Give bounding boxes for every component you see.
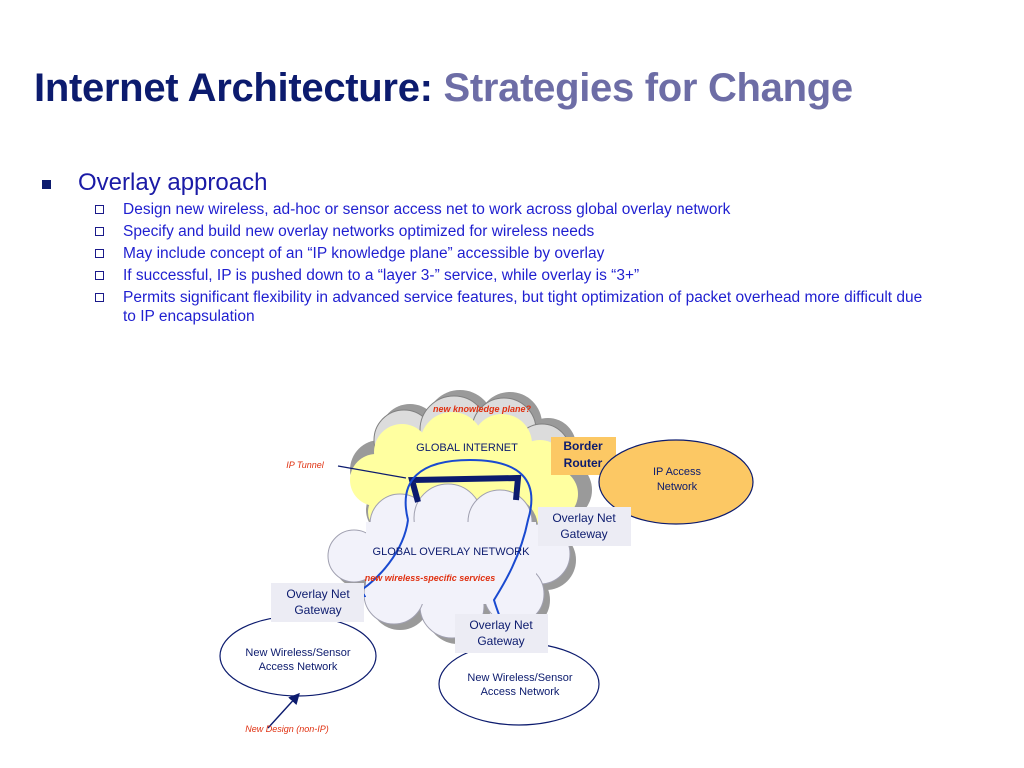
main-bullet-text: Overlay approach (78, 169, 268, 196)
gateway-left-box (271, 583, 364, 622)
wireless-right-label-2: Access Network (481, 686, 560, 698)
knowledge-plane-label: new knowledge plane? (433, 404, 532, 414)
gateway-bottom-label-1: Overlay Net (469, 618, 533, 632)
gateway-bottom-label-2: Gateway (477, 634, 524, 648)
hollow-square-bullet-icon (95, 293, 104, 302)
sub-bullet: Permits significant flexibility in advan… (95, 288, 935, 326)
sub-bullet-text: Design new wireless, ad-hoc or sensor ac… (123, 201, 731, 218)
global-overlay-label: GLOBAL OVERLAY NETWORK (373, 546, 531, 558)
global-overlay-cloud (327, 483, 576, 644)
wireless-right-label-1: New Wireless/Sensor (467, 672, 572, 684)
sub-bullet-text: If successful, IP is pushed down to a “l… (123, 267, 640, 284)
hollow-square-bullet-icon (95, 205, 104, 214)
sub-bullet-list: Design new wireless, ad-hoc or sensor ac… (95, 200, 935, 329)
wireless-services-label: new wireless-specific services (365, 573, 496, 583)
gateway-left-label-2: Gateway (294, 603, 341, 617)
sub-bullet: If successful, IP is pushed down to a “l… (95, 266, 935, 285)
title-main: Internet Architecture: (34, 66, 433, 110)
hollow-square-bullet-icon (95, 227, 104, 236)
ip-access-label-2: Network (657, 481, 698, 493)
global-internet-label: GLOBAL INTERNET (416, 442, 518, 454)
ip-access-network-ellipse (598, 439, 754, 525)
sub-bullet: Specify and build new overlay networks o… (95, 222, 935, 241)
title-sub: Strategies for Change (443, 66, 853, 110)
gateway-right-label-2: Gateway (560, 527, 607, 541)
new-design-pointer (267, 692, 300, 729)
wireless-left-label-2: Access Network (259, 661, 338, 673)
slide-title: Internet Architecture: Strategies for Ch… (34, 66, 853, 111)
ip-tunnel-pointer (337, 465, 407, 479)
sub-bullet: May include concept of an “IP knowledge … (95, 244, 935, 263)
ip-access-label-1: IP Access (653, 466, 702, 478)
hollow-square-bullet-icon (95, 249, 104, 258)
overlay-path-right (404, 458, 533, 650)
sub-bullet-text: May include concept of an “IP knowledge … (123, 245, 605, 262)
ip-tunnel-bracket (408, 474, 522, 503)
gateway-bottom-box (455, 614, 548, 653)
sub-bullet: Design new wireless, ad-hoc or sensor ac… (95, 200, 935, 219)
square-bullet-icon (42, 180, 51, 189)
hollow-square-bullet-icon (95, 271, 104, 280)
border-router-label-2: Router (564, 456, 603, 470)
wireless-network-right-ellipse (438, 642, 600, 726)
border-router-label-1: Border (563, 439, 603, 453)
gateway-right-label-1: Overlay Net (552, 511, 616, 525)
sub-bullet-text: Specify and build new overlay networks o… (123, 223, 595, 240)
gateway-right-box (538, 507, 631, 546)
wireless-left-label-1: New Wireless/Sensor (245, 647, 350, 659)
ip-tunnel-label: IP Tunnel (286, 460, 325, 470)
gateway-left-label-1: Overlay Net (286, 587, 350, 601)
new-design-label: New Design (non-IP) (245, 724, 329, 734)
sub-bullet-text: Permits significant flexibility in advan… (123, 289, 923, 325)
